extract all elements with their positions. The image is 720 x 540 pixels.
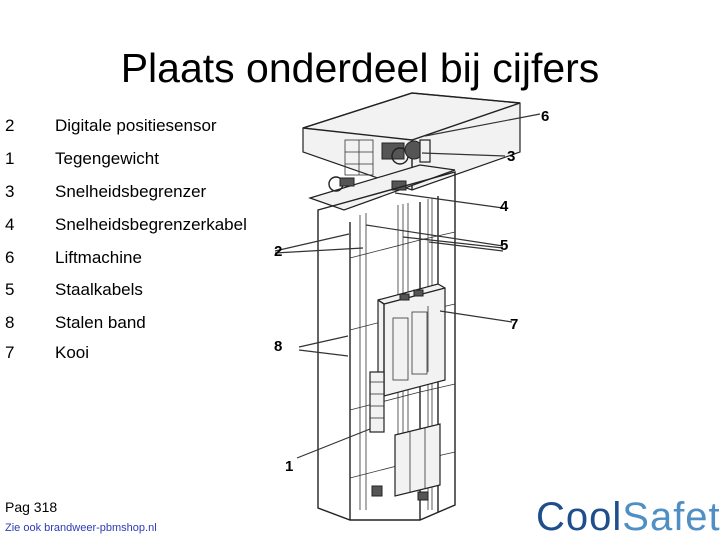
callout-1: 1 — [285, 458, 294, 475]
legend-label: Snelheidsbegrenzer — [55, 182, 207, 201]
legend-label: Tegengewicht — [55, 149, 159, 168]
callout-4: 4 — [500, 198, 509, 215]
logo-part-safety: Safety — [622, 495, 720, 539]
callout-6: 6 — [541, 108, 550, 125]
coolsafety-logo: CoolSafety — [536, 494, 720, 540]
legend-number: 7 — [5, 343, 15, 362]
legend-number: 2 — [5, 116, 15, 135]
callout-5: 5 — [500, 237, 509, 254]
legend-label: Staalkabels — [55, 280, 143, 299]
legend-number: 4 — [5, 215, 15, 234]
legend-label: Kooi — [55, 343, 90, 362]
legend-number: 8 — [5, 313, 15, 332]
callout-3: 3 — [507, 148, 516, 165]
callout-8: 8 — [274, 338, 283, 355]
callout-2: 2 — [274, 243, 283, 260]
legend-label: Snelheidsbegrenzerkabel — [55, 215, 247, 234]
page-reference: Pag 318 — [5, 499, 58, 515]
legend-label: Digitale positiesensor — [55, 116, 217, 135]
legend-number: 6 — [5, 248, 15, 267]
legend-number: 5 — [5, 280, 15, 299]
legend-label: Liftmachine — [55, 248, 142, 267]
source-reference: Zie ook brandweer-pbmshop.nl — [5, 522, 157, 534]
slide-title: Plaats onderdeel bij cijfers — [120, 45, 600, 91]
callout-7: 7 — [510, 316, 519, 333]
legend-label: Stalen band — [55, 313, 146, 332]
legend-number: 3 — [5, 182, 15, 201]
legend-number: 1 — [5, 149, 15, 168]
logo-part-cool: Cool — [536, 495, 623, 539]
